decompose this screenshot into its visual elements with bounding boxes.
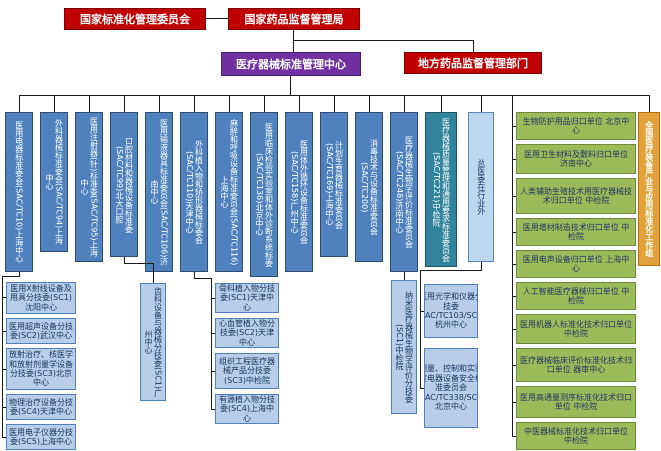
connector (211, 371, 215, 372)
connector (264, 95, 265, 112)
connector (211, 278, 212, 409)
device-standards-center-box: 医疗器械标准管理中心 (221, 52, 361, 76)
tc-committee-column: 医用注射器(针)标准委(SAC/TC95)上海中心 (75, 112, 103, 262)
connector (512, 365, 516, 366)
tc-committee-column: 外科器械标准委会(SAC/TC94)上海中心 (40, 112, 68, 252)
connector (512, 126, 516, 127)
connector (19, 95, 20, 112)
connector (124, 263, 154, 264)
connector (512, 196, 516, 197)
connector (153, 263, 154, 283)
connector (19, 272, 20, 277)
connector (159, 95, 160, 112)
connector (481, 262, 482, 270)
connector (404, 272, 405, 280)
connector (293, 30, 294, 52)
connector (89, 95, 90, 112)
connector (2, 276, 20, 277)
connector (194, 95, 195, 112)
tc-committee-column: 医用电器标准委会(SAC/TC10)上海中心 (5, 112, 33, 272)
dental-subcommittee-box: 齿科设备与器械分技委(SC1)广州中心 (140, 283, 166, 401)
centralized-unit-box: 中医器械标准化技术归口单位 中检院 (516, 422, 636, 450)
connector (2, 331, 6, 332)
centralized-unit-box: 医用机器人标准化技术归口单位 中检院 (516, 314, 636, 344)
connector (481, 95, 482, 112)
connector (512, 232, 516, 233)
subcommittee-box: 放射治疗、核医学和放射剂量学设备分技委(SC3)北京中心 (6, 348, 76, 390)
connector (299, 95, 300, 112)
connector (473, 40, 474, 52)
subcommittee-box: 医用超声设备分技委(SC2)武汉中心 (6, 318, 76, 344)
measurement-subcommittee-box: 测量、控制和实验室电器设备安全标准委员会(SAC/TC338/SC1)北京中心 (424, 348, 478, 428)
subcommittee-box: 骨科植入物分技委(SC1)天津中心 (215, 283, 279, 313)
national-workgroup-box: 全国医疗装备产业与应用标准化工作组 (638, 112, 660, 266)
connector (194, 272, 195, 279)
centralized-unit-box: 医用电声设备归口单位 上海中心 (516, 250, 636, 278)
connector (211, 333, 215, 334)
connector (290, 76, 291, 95)
connector (211, 409, 215, 410)
connector (229, 95, 230, 112)
connector (2, 369, 6, 370)
tc-committee-column: 医用输液器具标准委员会(SAC/TC106)济南中心 (145, 112, 173, 272)
nmpa-box: 国家药品监督管理局 (228, 8, 360, 30)
tc-committee-column: 外科植入物和矫形器械标委会(SAC/TC110)天津中心 (180, 112, 208, 272)
tc-committee-column: 医疗器械生物学评价标准委员会(SAC/TC248)济南中心 (390, 112, 418, 272)
centralized-unit-box: 医用卫生材料及敷料归口单位 济南中心 (516, 144, 636, 174)
connector (194, 278, 212, 279)
external-industry-column: 总医委在行业外 (468, 112, 494, 262)
connector (512, 159, 516, 160)
centralized-unit-box: 人类辅助生殖技术用医疗器械技术归口单位 中检院 (516, 178, 636, 214)
optics-subcommittee-box: 医用光学和仪器分技委(SAC/TC103/SC1)杭州中心 (424, 284, 478, 338)
tc-committee-column: 医用临床检验实验室和体外诊断系统标委(SAC/TC136)北京中心 (250, 112, 278, 277)
tc-committee-column: 计划生育器械标准委员会(SAC/TC169)上海中心 (320, 112, 348, 257)
centralized-unit-box: 生物防护用品归口单位 北京中心 (516, 112, 636, 140)
connector (441, 95, 442, 112)
connector (420, 311, 424, 312)
connector (512, 402, 516, 403)
subcommittee-box: 心血管植入物分技委(SC2)天津中心 (215, 318, 279, 348)
subcommittee-box: 有源植入物分技委(SC4)上海中心 (215, 394, 279, 424)
subcommittee-box: 医用X射线设备及用具分技委(SC1)沈阳中心 (6, 282, 76, 314)
tc221-quality-committee-column: 医疗器械质量管理和通用要求标准委员会(SAC/TC221)中检院 (425, 112, 457, 267)
connector (512, 264, 516, 265)
subcommittee-box: 医用电子仪器分技委(SC5)上海中心 (6, 424, 76, 450)
connector (211, 298, 215, 299)
connector (124, 95, 125, 112)
connector-rail (512, 95, 513, 436)
connector (293, 40, 473, 41)
connector (420, 388, 424, 389)
tc-committee-column: 口腔材料和器械设备标准委(SAC/TC99)北大口腔 (110, 112, 138, 257)
centralized-unit-box: 人工智能医疗器械归口单位 中检院 (516, 282, 636, 310)
connector (54, 95, 55, 112)
connector (369, 95, 370, 112)
subcommittee-box: 组织工程医疗器械产品分技委(SC3)中检院 (215, 353, 279, 389)
connector (2, 407, 6, 408)
connector (512, 329, 516, 330)
connector (206, 18, 228, 19)
connector (404, 95, 405, 112)
centralized-unit-box: 医用增材制造技术归口单位 中检院 (516, 218, 636, 246)
connector (124, 257, 125, 264)
centralized-unit-box: 医疗器械临床评价标准化技术归口单位 器审中心 (516, 348, 636, 382)
tc-committee-column: 麻醉和呼吸设备标准委员会(SAC/TC116)上海中心 (215, 112, 243, 272)
connector (2, 297, 6, 298)
connector (334, 95, 335, 112)
subcommittee-box: 物理治疗设备分技委(SC4)天津中心 (6, 394, 76, 420)
connector (2, 437, 6, 438)
tc-committee-column: 消毒技术与设备标准委员会(SAC/TC200) (355, 112, 383, 262)
connector (420, 270, 421, 388)
connector (420, 270, 482, 271)
centralized-unit-box: 医用高通量测序标准化技术归口单位 中检院 (516, 386, 636, 418)
connector (512, 296, 516, 297)
connector (2, 276, 3, 437)
connector (649, 95, 650, 112)
nano-subcommittee-box: 纳米医疗器械生物学评价分技委(SC1)中检院 (391, 280, 417, 414)
tc-committee-column: 医用体外循环设备标准委员会(SAC/TC158)广州中心 (285, 112, 313, 272)
connector (512, 436, 516, 437)
sac-box: 国家标准化管理委员会 (64, 8, 206, 30)
local-regulators-box: 地方药品监督管理部门 (404, 52, 542, 74)
